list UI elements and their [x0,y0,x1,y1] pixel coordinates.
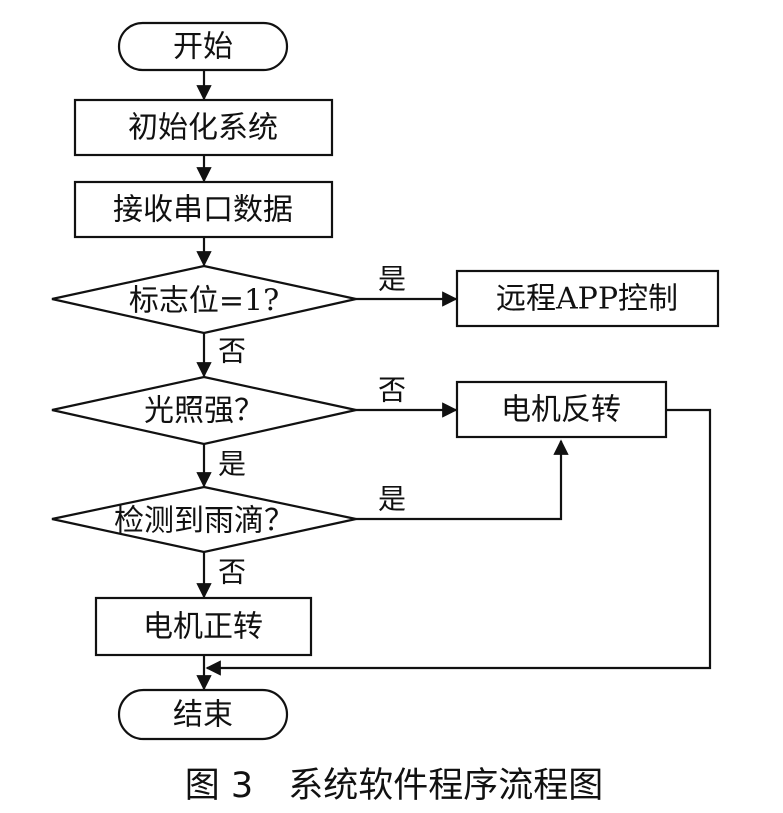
flag-decision [51,264,357,335]
rain-decision [51,485,357,554]
init-label: 初始化系统 [128,111,278,146]
rain-yes-label: 是 [378,483,406,516]
motor-reverse-label: 电机反转 [501,393,621,428]
remote-process [455,269,720,328]
rain-label: 检测到雨滴？ [114,504,294,539]
receive-process [73,180,334,239]
init-process [73,98,334,157]
light-decision [51,375,357,446]
flag-no-label: 否 [218,335,246,368]
edge-reverse-end [205,408,712,676]
motor-forward-process [94,596,313,657]
motor-reverse-process [455,380,668,439]
flag-yes-label: 是 [378,263,406,296]
motor-forward-label: 电机正转 [143,610,263,645]
remote-label: 远程APP控制 [496,282,678,317]
receive-label: 接收串口数据 [113,193,293,228]
flag-label: 标志位=1? [129,284,279,319]
light-yes-label: 是 [218,448,246,481]
figure-caption: 图 3 系统软件程序流程图 [185,766,603,806]
start-terminal [117,21,289,72]
light-label: 光照强？ [144,394,264,429]
light-no-label: 否 [378,374,406,407]
end-label: 结束 [173,698,233,733]
end-terminal [117,688,289,741]
rain-no-label: 否 [218,556,246,589]
edge-rain-reverse [356,439,569,521]
start-label: 开始 [173,30,233,65]
